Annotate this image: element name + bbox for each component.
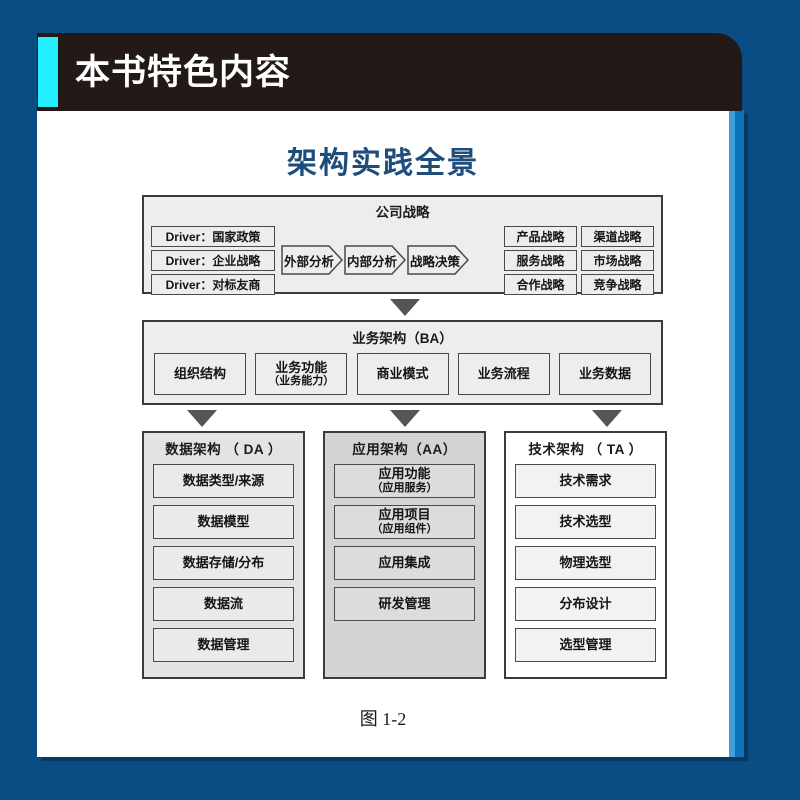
panel-stripe-light [729,110,735,757]
header-accent-bar [38,37,58,107]
da-item-label: 数据流 [203,595,243,611]
aa-item: 应用项目 （应用组件） [334,505,475,539]
chevron-label: 外部分析 [283,254,334,269]
aa-item-label: 研发管理 [378,595,431,611]
content-panel: 架构实践全景 公司战略 Driver：国家政策 Driver：企业战略 Driv… [37,110,744,757]
da-item-label: 数据管理 [197,636,250,652]
arrow-strategy-to-ba [142,294,667,320]
business-architecture-heading: 业务架构（BA） [352,331,453,346]
aa-item-sublabel: （应用服务） [371,482,438,495]
arrow-down-icon [389,298,420,316]
chevron-flow: 外部分析 内部分析 战略决策 [281,245,470,275]
ba-item-label: 业务数据 [578,366,631,382]
strategy-outcome-item: 渠道战略 [581,225,654,247]
application-architecture-column: 应用架构（AA） 应用功能 （应用服务） 应用项目 （应用组件） 应用集成 研发… [323,431,486,679]
driver-item: Driver：对标友商 [151,273,275,295]
arrow-slot-da [142,409,332,427]
da-item: 数据管理 [153,628,294,662]
ba-item: 业务功能 （业务能力） [255,353,348,395]
aa-item-sublabel: （应用组件） [371,523,438,536]
ba-item-label: 业务流程 [477,366,530,382]
arrow-down-icon [592,409,622,427]
ba-item: 业务数据 [559,353,651,395]
application-architecture-heading: 应用架构（AA） [352,442,457,457]
aa-item: 应用功能 （应用服务） [334,464,475,498]
da-item: 数据类型/来源 [153,464,294,498]
ta-item-label: 技术选型 [559,513,612,529]
architecture-diagram: 公司战略 Driver：国家政策 Driver：企业战略 Driver：对标友商… [142,195,667,679]
aa-item-label: 应用项目 [378,507,431,523]
ta-item: 物理选型 [515,546,656,580]
da-item-label: 数据类型/来源 [182,472,265,488]
strategy-outcome-item: 产品战略 [504,225,577,247]
ba-item: 组织结构 [154,353,246,395]
chevron-shape-icon [281,245,343,275]
data-architecture-column: 数据架构 （ DA ） 数据类型/来源 数据模型 数据存储/分布 数据流 数据管… [142,431,305,679]
da-item: 数据存储/分布 [153,546,294,580]
ta-item-label: 分布设计 [559,595,612,611]
driver-list: Driver：国家政策 Driver：企业战略 Driver：对标友商 [151,225,275,295]
strategy-heading: 公司战略 [375,205,430,220]
panel-stripe-dark [735,110,744,757]
strategy-outcome-grid: 产品战略 渠道战略 服务战略 市场战略 合作战略 竞争战略 [504,225,654,295]
da-item: 数据流 [153,587,294,621]
ta-item: 分布设计 [515,587,656,621]
strategy-outcome-item: 服务战略 [504,249,577,271]
arrow-slot-aa [332,409,477,427]
strategy-outcome-item: 竞争战略 [581,273,654,295]
diagram-title: 架构实践全景 [287,147,479,180]
ta-item-label: 技术需求 [559,472,612,488]
data-architecture-heading: 数据架构 （ DA ） [165,442,282,457]
ba-item: 业务流程 [457,353,550,395]
page-title: 本书特色内容 [75,52,292,92]
technology-architecture-column: 技术架构 （ TA ） 技术需求 技术选型 物理选型 分布设计 选型管理 [504,431,667,679]
da-item-label: 数据存储/分布 [182,554,265,570]
aa-item: 应用集成 [334,546,475,580]
strategy-row: Driver：国家政策 Driver：企业战略 Driver：对标友商 外部分析 [151,224,654,296]
ba-item-sublabel: （业务能力） [268,375,335,388]
chevron-shape-icon [344,245,406,275]
ba-item: 商业模式 [356,353,449,395]
figure-caption: 图 1-2 [359,709,407,729]
technology-architecture-heading: 技术架构 （ TA ） [528,442,643,457]
ta-item: 技术需求 [515,464,656,498]
strategy-outcome-item: 合作战略 [504,273,577,295]
chevron-step: 内部分析 [344,245,406,275]
ba-item-label: 组织结构 [173,366,226,382]
aa-item-label: 应用功能 [378,466,431,482]
ta-item: 技术选型 [515,505,656,539]
arrow-ba-to-columns [142,405,667,431]
chevron-step: 战略决策 [407,245,469,275]
strategy-block: 公司战略 Driver：国家政策 Driver：企业战略 Driver：对标友商… [142,195,663,296]
ta-item-label: 物理选型 [559,554,612,570]
aa-item-label: 应用集成 [378,554,431,570]
ta-item-label: 选型管理 [559,636,612,652]
header-banner: 本书特色内容 [37,33,742,111]
chevron-label: 战略决策 [409,254,460,269]
arrow-slot-ta [477,409,667,427]
business-architecture-row: 组织结构 业务功能 （业务能力） 商业模式 业务流程 业务数据 [154,353,651,395]
arrow-down-icon [389,409,420,427]
strategy-outcome-item: 市场战略 [581,249,654,271]
driver-item: Driver：国家政策 [151,225,275,247]
aa-item: 研发管理 [334,587,475,621]
driver-item: Driver：企业战略 [151,249,275,271]
da-item-label: 数据模型 [197,513,250,529]
da-item: 数据模型 [153,505,294,539]
ba-item-label: 商业模式 [376,366,429,382]
business-architecture-block: 业务架构（BA） 组织结构 业务功能 （业务能力） 商业模式 业务流程 业务数据 [142,320,663,405]
arrow-down-icon [187,409,217,427]
ba-item-label: 业务功能 [275,359,328,375]
chevron-step: 外部分析 [281,245,343,275]
ta-item: 选型管理 [515,628,656,662]
chevron-label: 内部分析 [346,254,397,269]
architecture-columns: 数据架构 （ DA ） 数据类型/来源 数据模型 数据存储/分布 数据流 数据管… [142,431,667,679]
chevron-shape-icon [407,245,469,275]
